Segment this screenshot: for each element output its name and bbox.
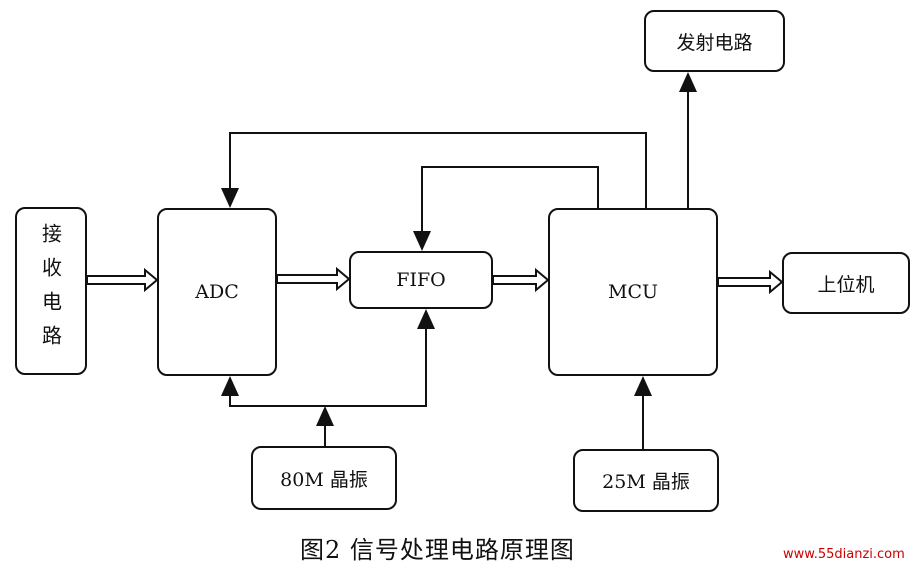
arrowhead-adc-bottom [221,376,239,396]
receiver-label: 接收电路 [38,223,63,359]
wire-mcu-to-adc [229,132,647,208]
arrowhead-fifo-top [413,231,431,251]
arrowhead-fifo-bottom [417,309,435,329]
oscillator-80m-block: 80M 晶振 [251,446,397,510]
host-computer-block: 上位机 [782,252,910,314]
bus-arrow-receiver-to-adc [86,267,159,293]
host-computer-label: 上位机 [817,273,875,296]
receiver-block: 接收电路 [15,207,87,375]
bus-arrow-mcu-to-host [717,269,784,295]
transmitter-label: 发射电路 [676,31,753,54]
fifo-label: FIFO [396,269,446,291]
bus-arrow-adc-to-fifo [276,266,351,292]
arrowhead-mcu-bottom [634,376,652,396]
fifo-block: FIFO [349,251,493,309]
arrowhead-osc80-to-bus [316,406,334,426]
adc-label: ADC [195,281,239,303]
figure-caption: 图2 信号处理电路原理图 [300,536,575,564]
adc-block: ADC [157,208,277,376]
mcu-label: MCU [607,281,658,303]
oscillator-25m-block: 25M 晶振 [573,449,719,512]
bus-arrow-fifo-to-mcu [492,267,550,293]
watermark: www.55dianzi.com [783,547,905,562]
transmitter-block: 发射电路 [644,10,785,72]
oscillator-25m-label: 25M 晶振 [602,471,690,493]
mcu-block: MCU [548,208,718,376]
arrowhead-transmitter [679,72,697,92]
arrowhead-adc-top [221,188,239,208]
oscillator-80m-label: 80M 晶振 [280,468,368,491]
